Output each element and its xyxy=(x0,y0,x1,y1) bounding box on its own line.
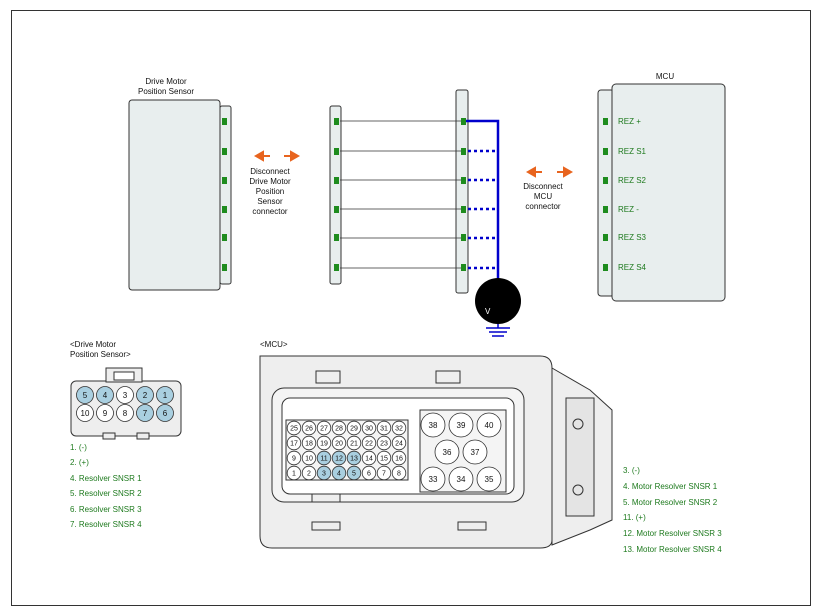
harness-connector-left xyxy=(329,105,342,285)
disconnect-sensor-label: Disconnect Drive Motor Position Sensor c… xyxy=(249,167,291,216)
disconnect-sensor-arrows xyxy=(253,150,301,162)
mcu-body xyxy=(611,83,726,302)
pin-description: 1. (-) xyxy=(70,443,87,452)
mount-hole-bottom xyxy=(572,484,584,496)
diagram-frame xyxy=(11,10,811,606)
sensor-connector-face xyxy=(70,367,182,440)
pin-description: 5. Resolver SNSR 2 xyxy=(70,489,142,499)
pin-description: 2. (+) xyxy=(70,458,89,468)
probe-dotted-wires xyxy=(468,149,498,270)
pin-description: 4. Motor Resolver SNSR 1 xyxy=(623,481,718,491)
mcu-pin-label: REZ S1 xyxy=(618,147,647,156)
pin-description: 4. Resolver SNSR 1 xyxy=(70,473,142,483)
pin-description: 11. (+) xyxy=(623,513,646,523)
sensor-connector-strip xyxy=(219,105,232,285)
probe-wires xyxy=(466,119,500,282)
pin-description: 6. Resolver SNSR 3 xyxy=(70,504,142,514)
sensor-title: Drive Motor Position Sensor xyxy=(137,77,195,96)
disconnect-mcu-label: Disconnect MCU connector xyxy=(523,182,563,211)
disconnect-mcu-arrows xyxy=(525,166,574,178)
pin-description: 3. (-) xyxy=(623,466,640,475)
mcu-pin-label: REZ S3 xyxy=(618,233,647,242)
ground-symbol xyxy=(486,324,510,337)
harness-pins xyxy=(334,118,466,271)
voltmeter xyxy=(475,278,521,324)
pin-description: 5. Motor Resolver SNSR 2 xyxy=(623,497,718,507)
pin-description: 12. Motor Resolver SNSR 3 xyxy=(623,529,722,539)
harness-wires xyxy=(340,120,461,269)
mcu-connector-housing xyxy=(259,355,613,549)
mcu-pin-label: REZ + xyxy=(618,117,641,126)
mcu-title: MCU xyxy=(655,72,675,81)
mcu-pins xyxy=(603,118,608,271)
mcu-pin-label: REZ - xyxy=(618,205,639,214)
mcu-pin-label: REZ S2 xyxy=(618,176,647,185)
sensor-connector-caption: <Drive Motor Position Sensor> xyxy=(70,340,131,359)
pin-description: 13. Motor Resolver SNSR 4 xyxy=(623,545,722,554)
mcu-pin-label: REZ S4 xyxy=(618,263,647,272)
mount-hole-top xyxy=(572,418,584,430)
sensor-body xyxy=(128,99,221,291)
voltmeter-label: V xyxy=(485,307,491,316)
harness-connector-right xyxy=(455,89,469,294)
mcu-connector-caption: <MCU> xyxy=(260,340,288,349)
pin-description: 7. Resolver SNSR 4 xyxy=(70,520,142,529)
sensor-pins xyxy=(222,118,227,271)
